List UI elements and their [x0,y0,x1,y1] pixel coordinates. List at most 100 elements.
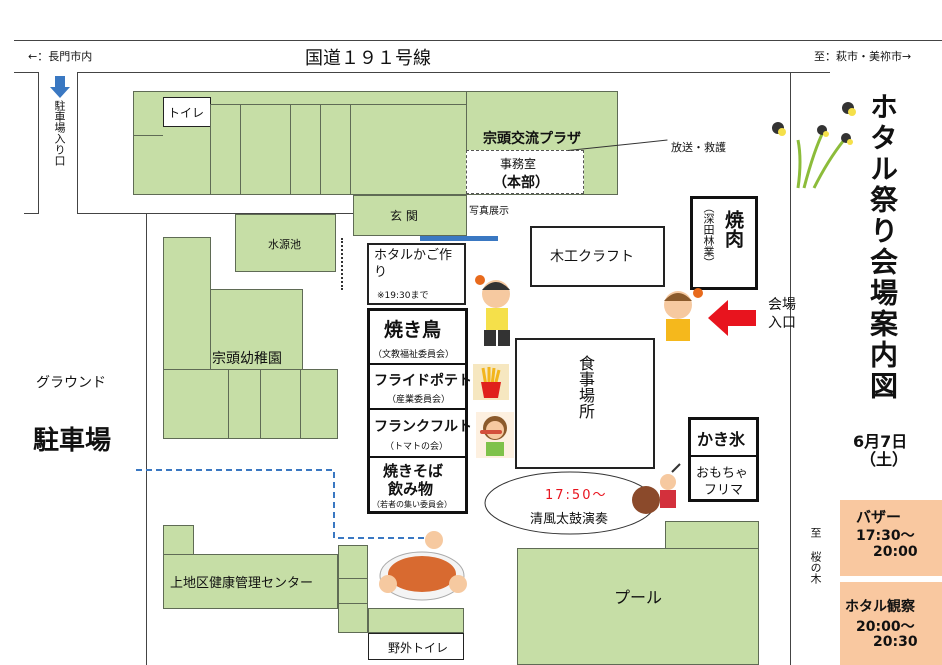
firefly-watch-box [840,582,942,665]
firefly-cage-label: ホタルかご作り [374,248,453,280]
room-divider [210,104,466,105]
kakigori-label: かき氷 [697,430,746,449]
firefly-cage-stall [367,243,466,305]
sidebar-title: ホタル祭り会場案内図 [866,92,899,402]
mascot-girl-icon [664,288,703,341]
room-divider [260,369,261,439]
entrance-label: 会場入口 [768,297,796,331]
road-bottom-line-left [14,72,38,73]
firefly-watch-label: ホタル観察 [845,599,915,615]
health-center-label: 上地区健康管理センター [170,576,314,591]
room-divider [320,104,321,194]
toys-label: おもちゃ [696,466,749,481]
health-center-bottom [368,608,464,633]
girl-eating-icon [476,412,514,458]
road-left-direction: ←：長門市内 [28,50,93,63]
stall-divider [370,408,465,410]
toilet-room [163,97,211,127]
bazaar-box [840,500,942,576]
yakitori-org: （文教福祉委員会） [373,350,455,360]
yakitori-label: 焼き鳥 [384,319,442,341]
firefly-cage-note: ※19:30まで [377,291,429,301]
health-center-wing [338,545,368,633]
sakura-direction: 至 桜の木 [809,527,822,584]
firefly-watch-time-end: 20:30 [873,634,918,650]
office-room [466,150,584,194]
room-divider [133,135,163,136]
kindergarten-block-c [163,369,338,439]
office-label: 事務室 [500,157,537,171]
firefly-grass-icon [796,125,853,189]
entrance-arrow-icon [708,300,756,336]
water-reservoir-label: 水源池 [268,238,301,251]
stall-divider [370,363,465,365]
firefly-icon [772,122,786,136]
water-reservoir [235,214,336,272]
room-divider [228,369,229,439]
photo-display-bar [420,236,498,241]
kakigori-stall [688,417,759,502]
site-right-line [790,72,791,665]
parking-entrance-arrow-icon [50,76,70,98]
genkan-label: 玄 関 [390,209,418,223]
entrance-road-bottom-left [24,213,39,214]
honbu-label: （本部） [493,175,549,191]
bazaar-time-end: 20:00 [873,544,918,560]
fence-dots [341,238,343,290]
firefly-watch-time-start: 20:00～ [856,619,915,635]
fries-org: （産業委員会） [387,395,451,405]
firefly-icon [842,102,856,116]
room-divider [338,578,368,579]
ground-label: グラウンド [36,375,106,391]
road-bottom-line-right [78,72,790,73]
room-divider [210,104,211,194]
woodcraft-label: 木工クラフト [550,249,634,265]
mascot-boy-icon [475,275,510,346]
photo-display-label: 写真展示 [469,206,509,217]
drinks-label: 飲み物 [388,480,434,498]
room-divider [290,104,291,194]
road-right-direction: 至：萩市・美祢市→ [814,50,912,63]
bazaar-time-start: 17:30～ [856,528,915,544]
frank-org: （トマトの会） [385,442,449,452]
taiko-drummer-icon [632,463,681,514]
toilet-label: トイレ [168,106,205,120]
road-top-line [14,40,942,41]
food-stalls [367,308,468,514]
kindergarten-label: 宗頭幼稚園 [212,351,282,367]
road-bottom-line-far [790,72,830,73]
bazaar-label: バザー [856,508,902,526]
room-divider [466,91,467,195]
yakisoba-org: （若者の集い委員会） [372,500,452,509]
broadcast-label: 放送・救護 [671,141,726,154]
yakiniku-org: （深田林業） [702,202,715,268]
woodcraft-stall [530,226,665,287]
room-divider [240,104,241,194]
pool [517,548,759,665]
yakisoba-picture-icon [379,531,467,601]
outdoor-toilet [368,633,464,660]
entrance-road-right [77,72,78,214]
health-center [163,554,338,609]
french-fries-icon [473,364,509,400]
outdoor-toilet-label: 野外トイレ [388,641,449,655]
entrance-road-left [38,72,39,214]
kindergarten-block-b [210,289,303,370]
pool-label: プール [614,588,663,607]
fries-label: フライドポテト [374,373,472,389]
stall-divider [370,456,465,458]
road-name: 国道１９１号線 [305,48,431,69]
health-center-left [163,525,194,555]
event-weekday: （土） [860,450,909,469]
plaza-label: 宗頭交流プラザ [483,131,581,147]
stall-divider [691,455,756,457]
genkan [353,195,467,236]
taiko-time: 17:50～ [545,488,608,503]
site-left-line [146,213,147,665]
dining-area [515,338,655,469]
room-divider [300,369,301,439]
flea-market-label: フリマ [704,483,744,498]
room-divider [338,603,368,604]
